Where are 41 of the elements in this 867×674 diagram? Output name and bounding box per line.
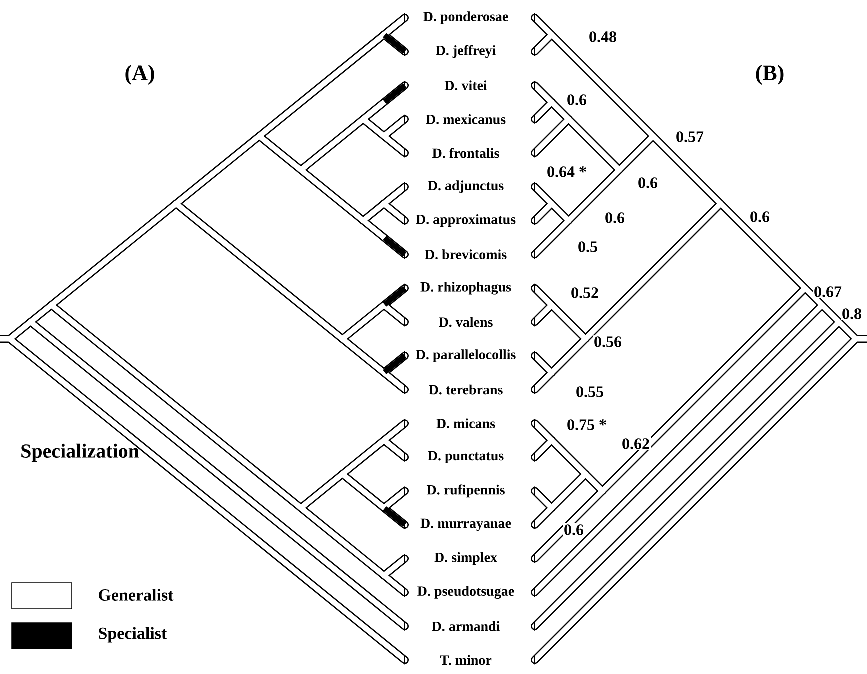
legend-title: Specialization [22,444,140,462]
species-name: D. rufipennis [426,484,505,498]
branch-value: 0.57 [675,130,705,144]
branch-value: 0.6 [637,176,659,190]
species-name: D. pseudotsugae [418,586,514,599]
branch-value: 0.55 [575,386,605,398]
species-name: D. simplex [434,552,498,566]
species-name: D. ponderosae [424,12,508,24]
species-name: D. armandi [432,621,500,632]
species-name: D. vitei [444,80,488,91]
panel-label: (A) [126,65,154,85]
species-name: T. minor [440,655,492,666]
branch-value: 0.6 [749,210,771,224]
branch-value: 0.6 [604,212,626,224]
legend-label: Specialist [99,627,168,643]
branch-value: 0.6 [566,94,588,106]
species-name: D. terebrans [429,384,503,395]
species-name: D. jeffreyi [436,45,496,58]
species-name: D. murrayanae [420,518,512,532]
panel-label: (B) [756,65,784,85]
branch-value: 0.64 * [546,166,588,178]
species-name: D. frontalis [432,148,500,158]
branch-value: 0.6 [563,524,585,536]
branch-value: 0.5 [577,240,599,254]
branch-value: 0.52 [570,286,600,300]
species-name: D. parallelocollis [416,350,516,362]
branch-value: 0.48 [588,30,618,44]
branch-value: 0.75 * [566,418,608,432]
branch-value: 0.8 [841,308,863,320]
legend-label: Generalist [99,589,174,601]
species-name: D. mexicanus [426,114,506,124]
species-name: D. approximatus [416,214,516,228]
branch-value: 0.67 [813,286,843,298]
species-name: D. rhizophagus [420,282,512,295]
branch-value: 0.56 [593,336,623,348]
species-name: D. valens [439,317,493,328]
species-name: D. adjunctus [428,180,504,194]
species-name: D. brevicomis [425,250,507,260]
species-name: D. punctatus [428,451,504,464]
species-name: D. micans [436,418,496,429]
branch-value: 0.62 [621,438,651,450]
